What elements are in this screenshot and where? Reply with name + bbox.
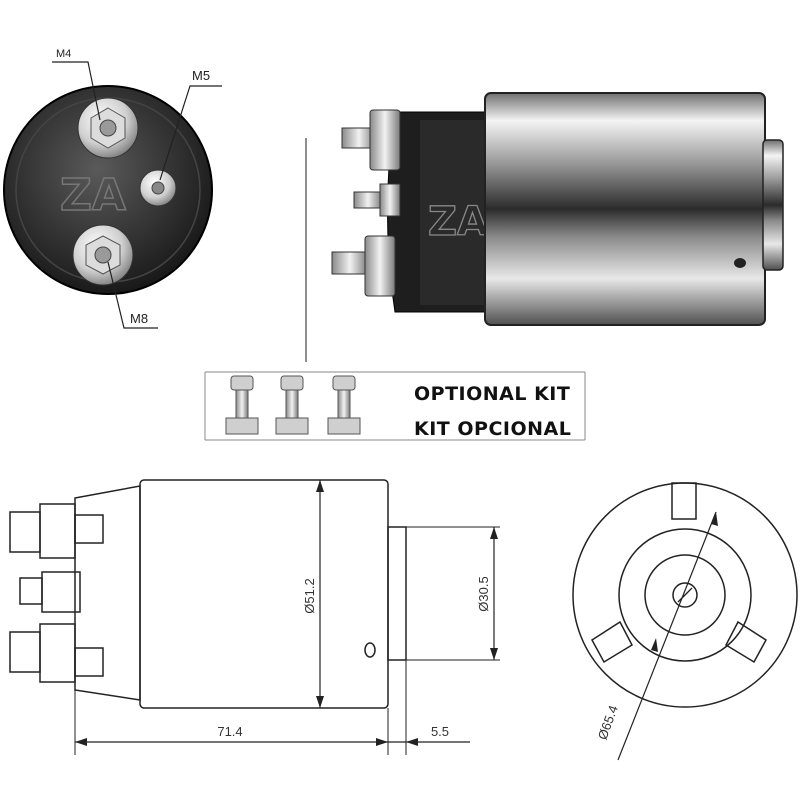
kit-title-es: KIT OPCIONAL bbox=[414, 418, 571, 440]
front-technical-drawing bbox=[572, 482, 798, 761]
dim-plunger-length: 5.5 bbox=[431, 724, 449, 739]
side-technical-drawing bbox=[9, 479, 500, 755]
kit-title-en: OPTIONAL KIT bbox=[414, 383, 570, 405]
drawing-terminal-bottom bbox=[9, 623, 104, 683]
terminal-bottom bbox=[72, 224, 134, 286]
terminal-right bbox=[139, 169, 177, 207]
svg-text:ZA: ZA bbox=[428, 199, 488, 245]
drawing-terminal-top bbox=[9, 503, 104, 559]
optional-kit-box: OPTIONAL KIT KIT OPCIONAL bbox=[204, 371, 586, 441]
side-terminal-bottom bbox=[331, 235, 396, 297]
kit-bolt-2 bbox=[275, 375, 309, 435]
label-m8: M8 bbox=[130, 311, 148, 326]
drawing-terminal-middle bbox=[19, 571, 81, 613]
label-m4: M4 bbox=[56, 48, 71, 60]
dim-bolt-circle: Ø65.4 bbox=[595, 703, 621, 741]
dim-body-length: 71.4 bbox=[217, 724, 242, 739]
label-m5: M5 bbox=[192, 68, 210, 83]
kit-bolt-3 bbox=[327, 375, 361, 435]
side-view-photo: ZA bbox=[331, 92, 784, 326]
side-terminal-top bbox=[341, 109, 401, 171]
terminal-top bbox=[77, 97, 139, 159]
end-view-photo: ZA M4 M5 M8 bbox=[3, 48, 222, 329]
brand-logo: ZA bbox=[60, 170, 126, 221]
dim-body-diameter: Ø51.2 bbox=[302, 578, 317, 613]
dim-plunger-diameter: Ø30.5 bbox=[476, 576, 491, 611]
side-terminal-middle bbox=[353, 183, 401, 217]
kit-bolt-1 bbox=[225, 375, 259, 435]
